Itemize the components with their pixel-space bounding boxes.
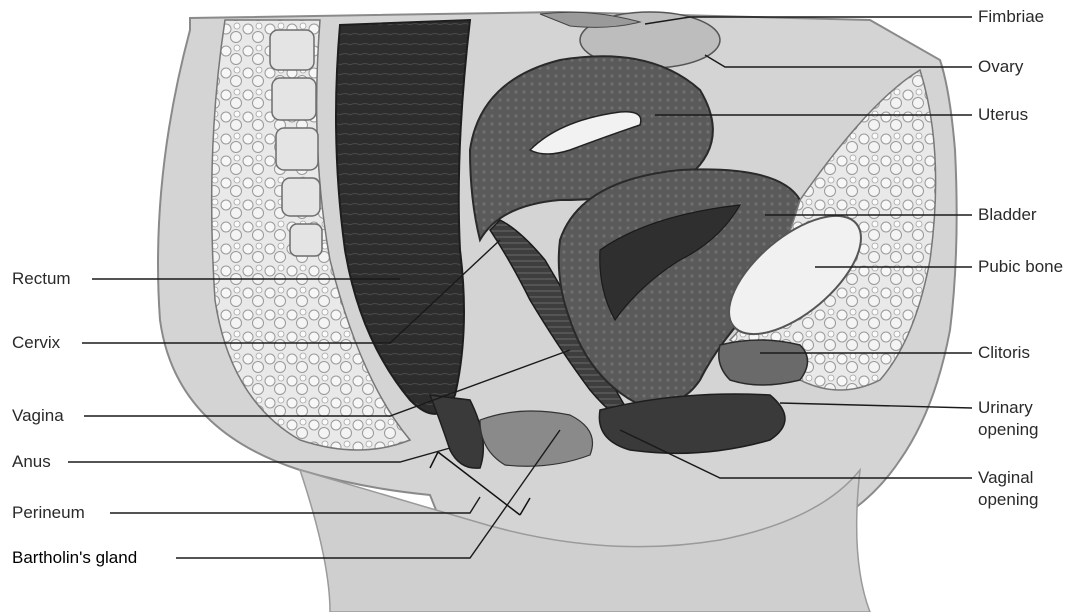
- label-urinary-opening-line1: Urinary: [978, 398, 1033, 417]
- label-bladder: Bladder: [978, 204, 1037, 226]
- label-bartholins-gland: Bartholin's gland: [12, 547, 137, 569]
- clitoris-shape: [719, 340, 808, 385]
- label-uterus: Uterus: [978, 104, 1028, 126]
- label-pubic-bone: Pubic bone: [978, 256, 1063, 278]
- label-anus: Anus: [12, 451, 51, 473]
- label-perineum: Perineum: [12, 502, 85, 524]
- label-clitoris: Clitoris: [978, 342, 1030, 364]
- perineal-body: [480, 411, 593, 466]
- label-urinary-opening-line2: opening: [978, 420, 1039, 439]
- label-fimbriae: Fimbriae: [978, 6, 1044, 28]
- label-cervix: Cervix: [12, 332, 60, 354]
- label-vaginal-opening-line1: Vaginal: [978, 468, 1033, 487]
- label-vaginal-opening-line2: opening: [978, 490, 1039, 509]
- label-ovary: Ovary: [978, 56, 1023, 78]
- label-urinary-opening: Urinary opening: [978, 397, 1088, 441]
- label-vaginal-opening: Vaginal opening: [978, 467, 1088, 511]
- label-rectum: Rectum: [12, 268, 71, 290]
- label-vagina: Vagina: [12, 405, 64, 427]
